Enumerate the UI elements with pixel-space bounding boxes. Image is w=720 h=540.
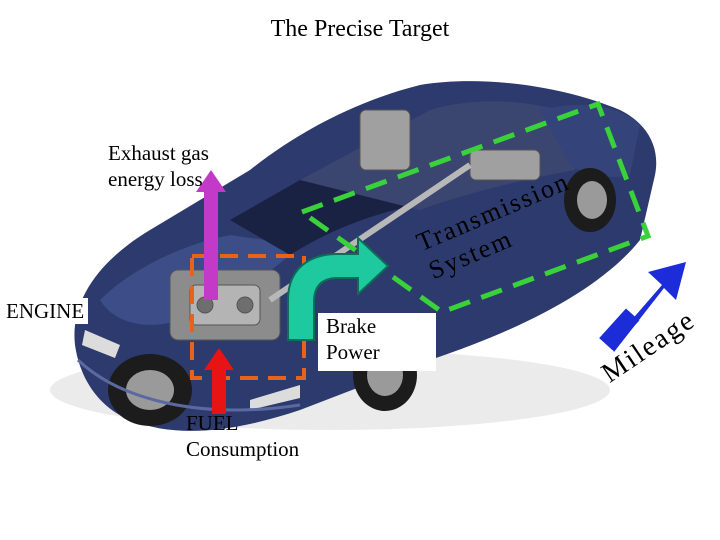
exhaust-arrow-up: [196, 170, 226, 300]
mileage-arrow: [599, 262, 686, 352]
exhaust-label: Exhaust gas energy loss: [108, 141, 209, 191]
page-title: The Precise Target: [270, 16, 450, 42]
brake-curved-arrow: [287, 235, 390, 341]
brake-power-label: Brake Power: [318, 313, 436, 371]
fuel-consumption-label: FUEL Consumption: [186, 411, 300, 461]
transmission-box: [296, 100, 652, 315]
fuel-arrow-up: [204, 348, 234, 414]
engine-label: ENGINE: [4, 298, 89, 324]
